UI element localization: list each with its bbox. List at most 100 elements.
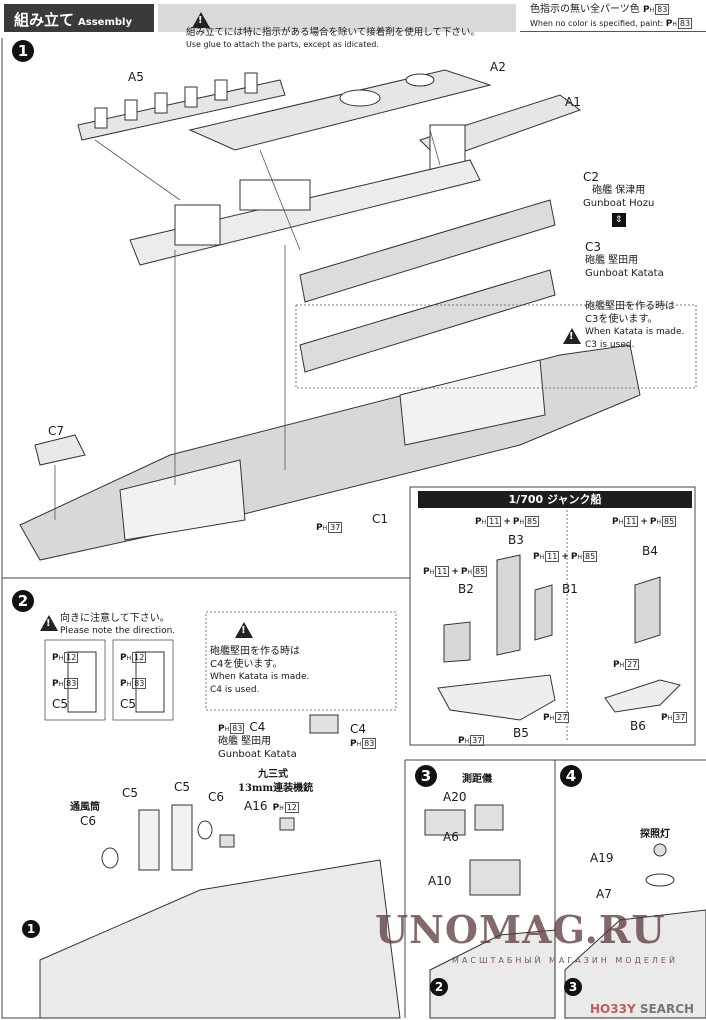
c4-note-jp1: 砲艦堅田を作る時は [210, 646, 300, 657]
label-a16: A16 [244, 799, 268, 813]
part-b4-sail [634, 576, 661, 644]
part-c2 [299, 199, 556, 303]
c4-note-en2: C4 is used. [210, 685, 260, 695]
label-c2: C2 [583, 170, 600, 184]
label-c5: C5 [52, 697, 69, 711]
direction-warning-jp: 向きに注意して下さい。 [60, 613, 170, 624]
watermark-hobbysearch: HO33Y SEARCH [590, 1002, 695, 1016]
label-b4: B4 [642, 544, 658, 558]
step-2-badge: 2 [12, 590, 34, 612]
label-c4: C4 [350, 722, 367, 736]
label-a2: A2 [490, 60, 506, 74]
junk-frame [409, 486, 696, 746]
ref-step-badge: 3 [564, 978, 582, 996]
vent-jp: 通風筒 [70, 802, 100, 813]
c3-en: Gunboat Katata [585, 268, 664, 279]
c2-en: Gunboat Hozu [583, 198, 655, 209]
label-a20: A20 [443, 790, 467, 804]
title-jp: 組み立て [14, 11, 75, 29]
c3-note-en2: C3 is used. [585, 340, 635, 350]
warning-jp: 組み立てには特に指示がある場合を除いて接着剤を使用して下さい。 [186, 27, 480, 38]
label-a1: A1 [565, 95, 581, 109]
ref-step-badge: 2 [430, 978, 448, 996]
label-c3: C3 [585, 240, 602, 254]
glue-warning: 組み立てには特に指示がある場合を除いて接着剤を使用して下さい。 Use glue… [158, 4, 516, 49]
part-c5-b [171, 804, 193, 871]
c4-note: 砲艦堅田を作る時は C4を使います。 When Katata is made. … [210, 645, 309, 697]
c3-note-jp2: C3を使います。 [585, 314, 658, 325]
label-c5: C5 [122, 786, 139, 800]
c3-note-jp1: 砲艦堅田を作る時は [585, 301, 675, 312]
part-a16-b [279, 817, 295, 831]
ship-deck-step2 [39, 859, 401, 1019]
label-c6: C6 [208, 790, 225, 804]
label-a6: A6 [443, 830, 459, 844]
label-c5: C5 [174, 780, 191, 794]
step-1-badge: 1 [12, 40, 34, 62]
cement-free-icon: ⇕ [611, 213, 626, 227]
warning-icon [563, 328, 581, 344]
part-a7 [645, 873, 675, 887]
direction-warning-en: Please note the direction. [60, 626, 176, 636]
label-b2: B2 [458, 582, 474, 596]
ref-step-badge: 1 [22, 920, 40, 938]
c2-callout: C2 砲艦 保津用 Gunboat Hozu ⇕ [583, 170, 654, 230]
c4-note-jp2: C4を使います。 [210, 659, 283, 670]
part-c6-a [101, 847, 119, 869]
searchlight-jp: 探照灯 [640, 829, 670, 840]
c4-en: Gunboat Katata [218, 749, 297, 760]
part-b6 [604, 679, 681, 713]
warning-icon [192, 12, 210, 28]
part-c3 [299, 269, 556, 373]
label-b3: B3 [508, 533, 524, 547]
label-c1: C1 [372, 512, 389, 526]
part-a5 [77, 79, 286, 141]
rangefinder-jp: 測距儀 [462, 774, 492, 785]
part-b2-sail [443, 621, 471, 663]
watermark-subtitle: МАСШТАБНЫЙ МАГАЗИН МОДЕЛЕЙ [452, 956, 678, 965]
mg-jp2: 13mm連装機銃 [238, 783, 314, 794]
part-c7 [34, 434, 86, 466]
part-a16-a [219, 834, 235, 848]
label-b1: B1 [562, 582, 578, 596]
label-a10: A10 [428, 874, 452, 888]
label-a5: A5 [128, 70, 144, 84]
part-a19 [653, 843, 667, 857]
color-note-en: When no color is specified, paint: [530, 19, 664, 28]
warning-icon [40, 615, 58, 631]
label-c6: C6 [80, 814, 97, 828]
label-a19: A19 [590, 851, 614, 865]
label-b5: B5 [513, 726, 529, 740]
watermark-unomag: UNOMAG.RU [375, 907, 666, 952]
label-c7: C7 [48, 424, 65, 438]
c4-jp: 砲艦 堅田用 [218, 736, 272, 747]
color-note-jp: 色指示の無い全パーツ色 [530, 4, 640, 15]
junk-title: 1/700 ジャンク船 [418, 491, 692, 508]
step-3-badge: 3 [415, 765, 437, 787]
mg-jp1: 九三式 [258, 769, 288, 780]
part-b3-sail [496, 554, 521, 656]
c3-note-en1: When Katata is made. [585, 327, 685, 337]
warning-icon [235, 622, 254, 638]
part-a10 [469, 859, 521, 896]
